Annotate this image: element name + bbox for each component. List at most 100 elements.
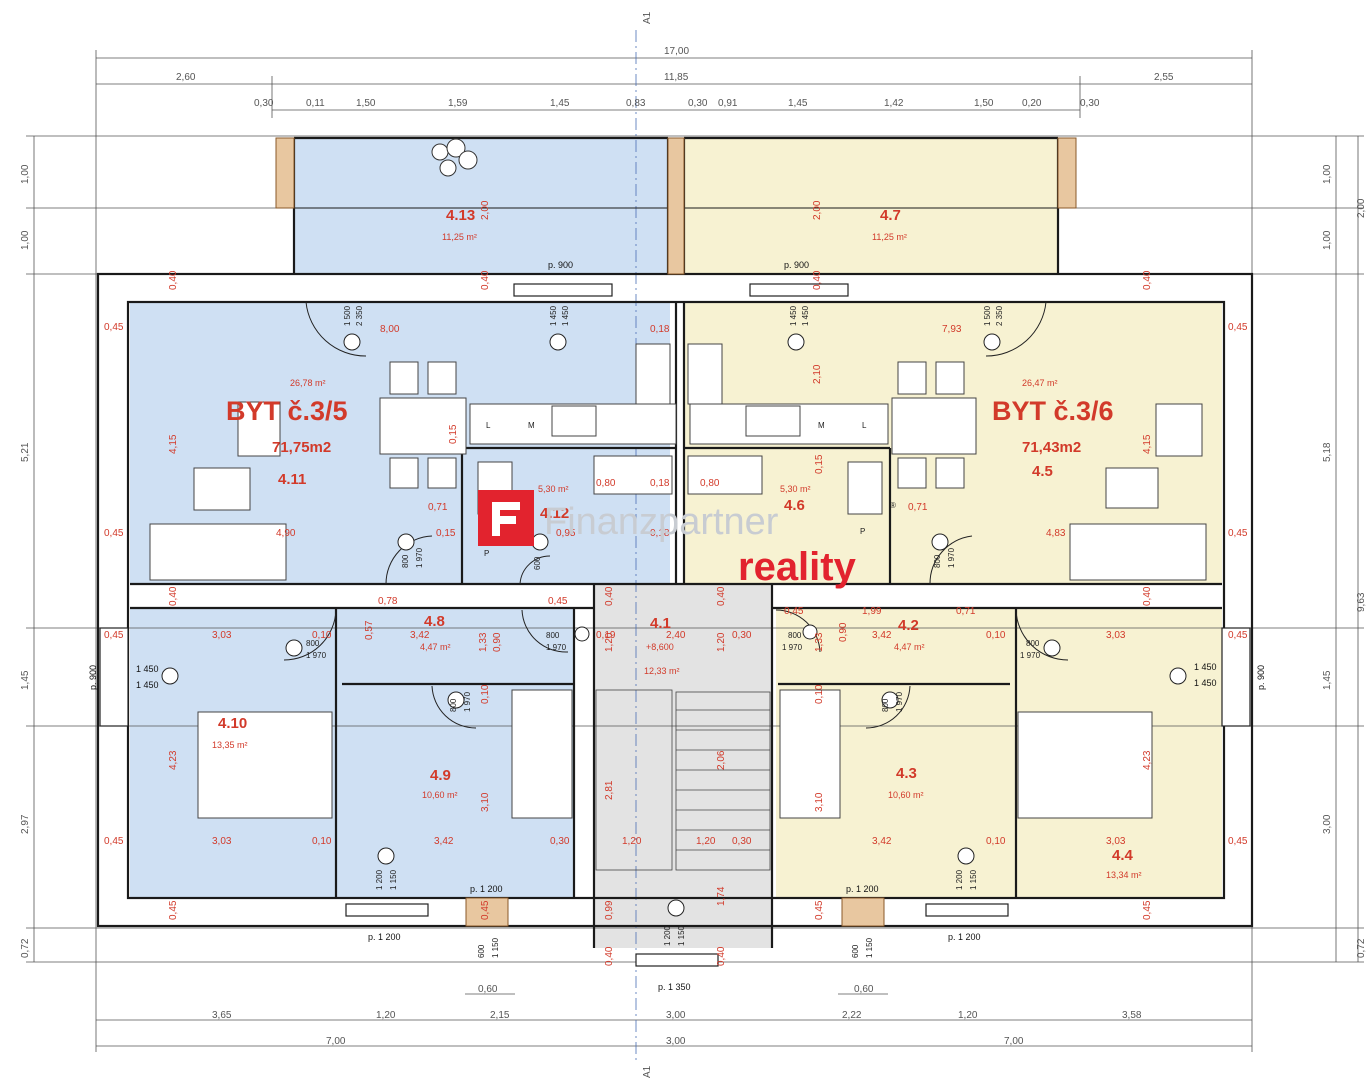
- svg-text:3,58: 3,58: [1122, 1010, 1142, 1021]
- svg-text:1,50: 1,50: [974, 98, 994, 109]
- svg-text:600: 600: [477, 944, 486, 958]
- svg-text:1 150: 1 150: [865, 937, 874, 958]
- plant-icon: [431, 138, 478, 177]
- svg-text:0,30: 0,30: [550, 836, 570, 847]
- room-4-8: 4.8: [424, 613, 445, 630]
- svg-text:0,40: 0,40: [480, 270, 491, 290]
- svg-text:0,40: 0,40: [604, 586, 615, 606]
- svg-text:0,83: 0,83: [626, 98, 646, 109]
- svg-text:0,10: 0,10: [312, 630, 332, 641]
- svg-text:1 150: 1 150: [491, 937, 500, 958]
- svg-text:3,42: 3,42: [410, 630, 430, 641]
- svg-text:0,40: 0,40: [716, 586, 727, 606]
- svg-text:3,42: 3,42: [872, 836, 892, 847]
- svg-text:4,47 m²: 4,47 m²: [894, 642, 925, 652]
- svg-text:P: P: [484, 549, 489, 558]
- svg-text:10,60 m²: 10,60 m²: [422, 790, 458, 800]
- svg-text:3,10: 3,10: [480, 792, 491, 812]
- svg-text:p. 900: p. 900: [784, 260, 809, 270]
- bathroom-left-tub: [593, 455, 673, 495]
- svg-text:1 970: 1 970: [1020, 651, 1041, 660]
- svg-text:2 350: 2 350: [355, 305, 364, 326]
- dining-table-right: [891, 397, 977, 455]
- svg-text:0,45: 0,45: [104, 630, 124, 641]
- svg-text:0,71: 0,71: [956, 606, 976, 617]
- dim-bottom-left: 7,00: [326, 1036, 346, 1047]
- svg-text:M: M: [818, 421, 825, 430]
- svg-text:1,50: 1,50: [356, 98, 376, 109]
- bed-43: [779, 689, 841, 819]
- svg-text:4,90: 4,90: [276, 528, 296, 539]
- svg-text:0,45: 0,45: [104, 528, 124, 539]
- window-frames: [99, 283, 1251, 967]
- svg-text:1 970: 1 970: [895, 691, 904, 712]
- svg-text:10,60 m²: 10,60 m²: [888, 790, 924, 800]
- svg-text:0,45: 0,45: [1228, 836, 1248, 847]
- svg-text:2,81: 2,81: [604, 780, 615, 800]
- bed-44: [1017, 711, 1153, 819]
- svg-text:4,15: 4,15: [168, 434, 179, 454]
- svg-text:p. 900: p. 900: [548, 260, 573, 270]
- sofa-left: [149, 523, 287, 581]
- svg-text:1 450: 1 450: [136, 680, 159, 690]
- svg-text:0,10: 0,10: [312, 836, 332, 847]
- svg-text:1,74: 1,74: [716, 886, 727, 906]
- axis-label-bottom: A1: [642, 1065, 653, 1078]
- svg-text:1 450: 1 450: [801, 305, 810, 326]
- svg-text:3,03: 3,03: [212, 630, 232, 641]
- svg-text:0,40: 0,40: [168, 586, 179, 606]
- balcony-right-fill: [684, 138, 1058, 274]
- armchair-left: [237, 401, 281, 457]
- svg-text:3,00: 3,00: [666, 1010, 686, 1021]
- svg-text:0,80: 0,80: [596, 478, 616, 489]
- svg-text:9,63: 9,63: [1356, 592, 1367, 612]
- svg-text:3,10: 3,10: [814, 792, 825, 812]
- svg-text:0,45: 0,45: [168, 900, 179, 920]
- svg-text:1,20: 1,20: [716, 632, 727, 652]
- svg-text:1 450: 1 450: [549, 305, 558, 326]
- svg-text:0,40: 0,40: [812, 270, 823, 290]
- svg-text:L: L: [862, 421, 867, 430]
- axis-label-top: A1: [642, 11, 653, 24]
- svg-text:3,00: 3,00: [1322, 814, 1333, 834]
- svg-text:1,45: 1,45: [20, 670, 31, 690]
- room-4-11: 4.11: [278, 471, 306, 488]
- apartment-right-name: BYT č.3/6: [992, 396, 1114, 426]
- svg-text:0,45: 0,45: [784, 606, 804, 617]
- svg-text:p. 1 200: p. 1 200: [948, 932, 981, 942]
- svg-text:1 450: 1 450: [1194, 678, 1217, 688]
- svg-text:0,30: 0,30: [732, 630, 752, 641]
- svg-text:0,45: 0,45: [548, 596, 568, 607]
- dim-middle: 11,85: [664, 72, 689, 83]
- left-lower-fill: [130, 608, 574, 898]
- svg-text:1 450: 1 450: [136, 664, 159, 674]
- svg-text:4,47 m²: 4,47 m²: [420, 642, 451, 652]
- svg-text:0,40: 0,40: [1142, 270, 1153, 290]
- svg-text:M: M: [528, 421, 535, 430]
- right-lower-fill: [776, 608, 1222, 898]
- svg-text:1,20: 1,20: [622, 836, 642, 847]
- svg-text:0,72: 0,72: [20, 938, 31, 958]
- svg-text:1,33: 1,33: [478, 632, 489, 652]
- room-labels: 4.13 11,25 m² 4.7 11,25 m² 26,78 m² 4.11…: [212, 207, 1142, 880]
- svg-text:0,10: 0,10: [814, 684, 825, 704]
- svg-text:0,72: 0,72: [1356, 938, 1367, 958]
- room-4-6: 4.6: [784, 497, 805, 514]
- svg-text:2,15: 2,15: [490, 1010, 510, 1021]
- window-annotations: p. 900 p. 900 p. 900 p. 900 p. 1 200 p. …: [88, 260, 1266, 992]
- svg-text:12,33 m²: 12,33 m²: [644, 666, 680, 676]
- coffee-table-right: [1105, 467, 1159, 509]
- bed-49: [511, 689, 573, 819]
- svg-text:0,19: 0,19: [596, 630, 616, 641]
- svg-text:11,25 m²: 11,25 m²: [442, 232, 477, 242]
- room-4-9: 4.9: [430, 767, 451, 784]
- light-fixtures: [161, 333, 1187, 917]
- svg-text:1,00: 1,00: [1322, 164, 1333, 184]
- svg-text:1 500: 1 500: [983, 305, 992, 326]
- kitchen-letters: L M M L P P: [484, 421, 867, 558]
- apartment-left-name: BYT č.3/5: [226, 396, 348, 426]
- svg-text:1 200: 1 200: [663, 925, 672, 946]
- svg-text:800: 800: [1026, 639, 1040, 648]
- svg-text:0,30: 0,30: [732, 836, 752, 847]
- svg-text:2,00: 2,00: [812, 200, 823, 220]
